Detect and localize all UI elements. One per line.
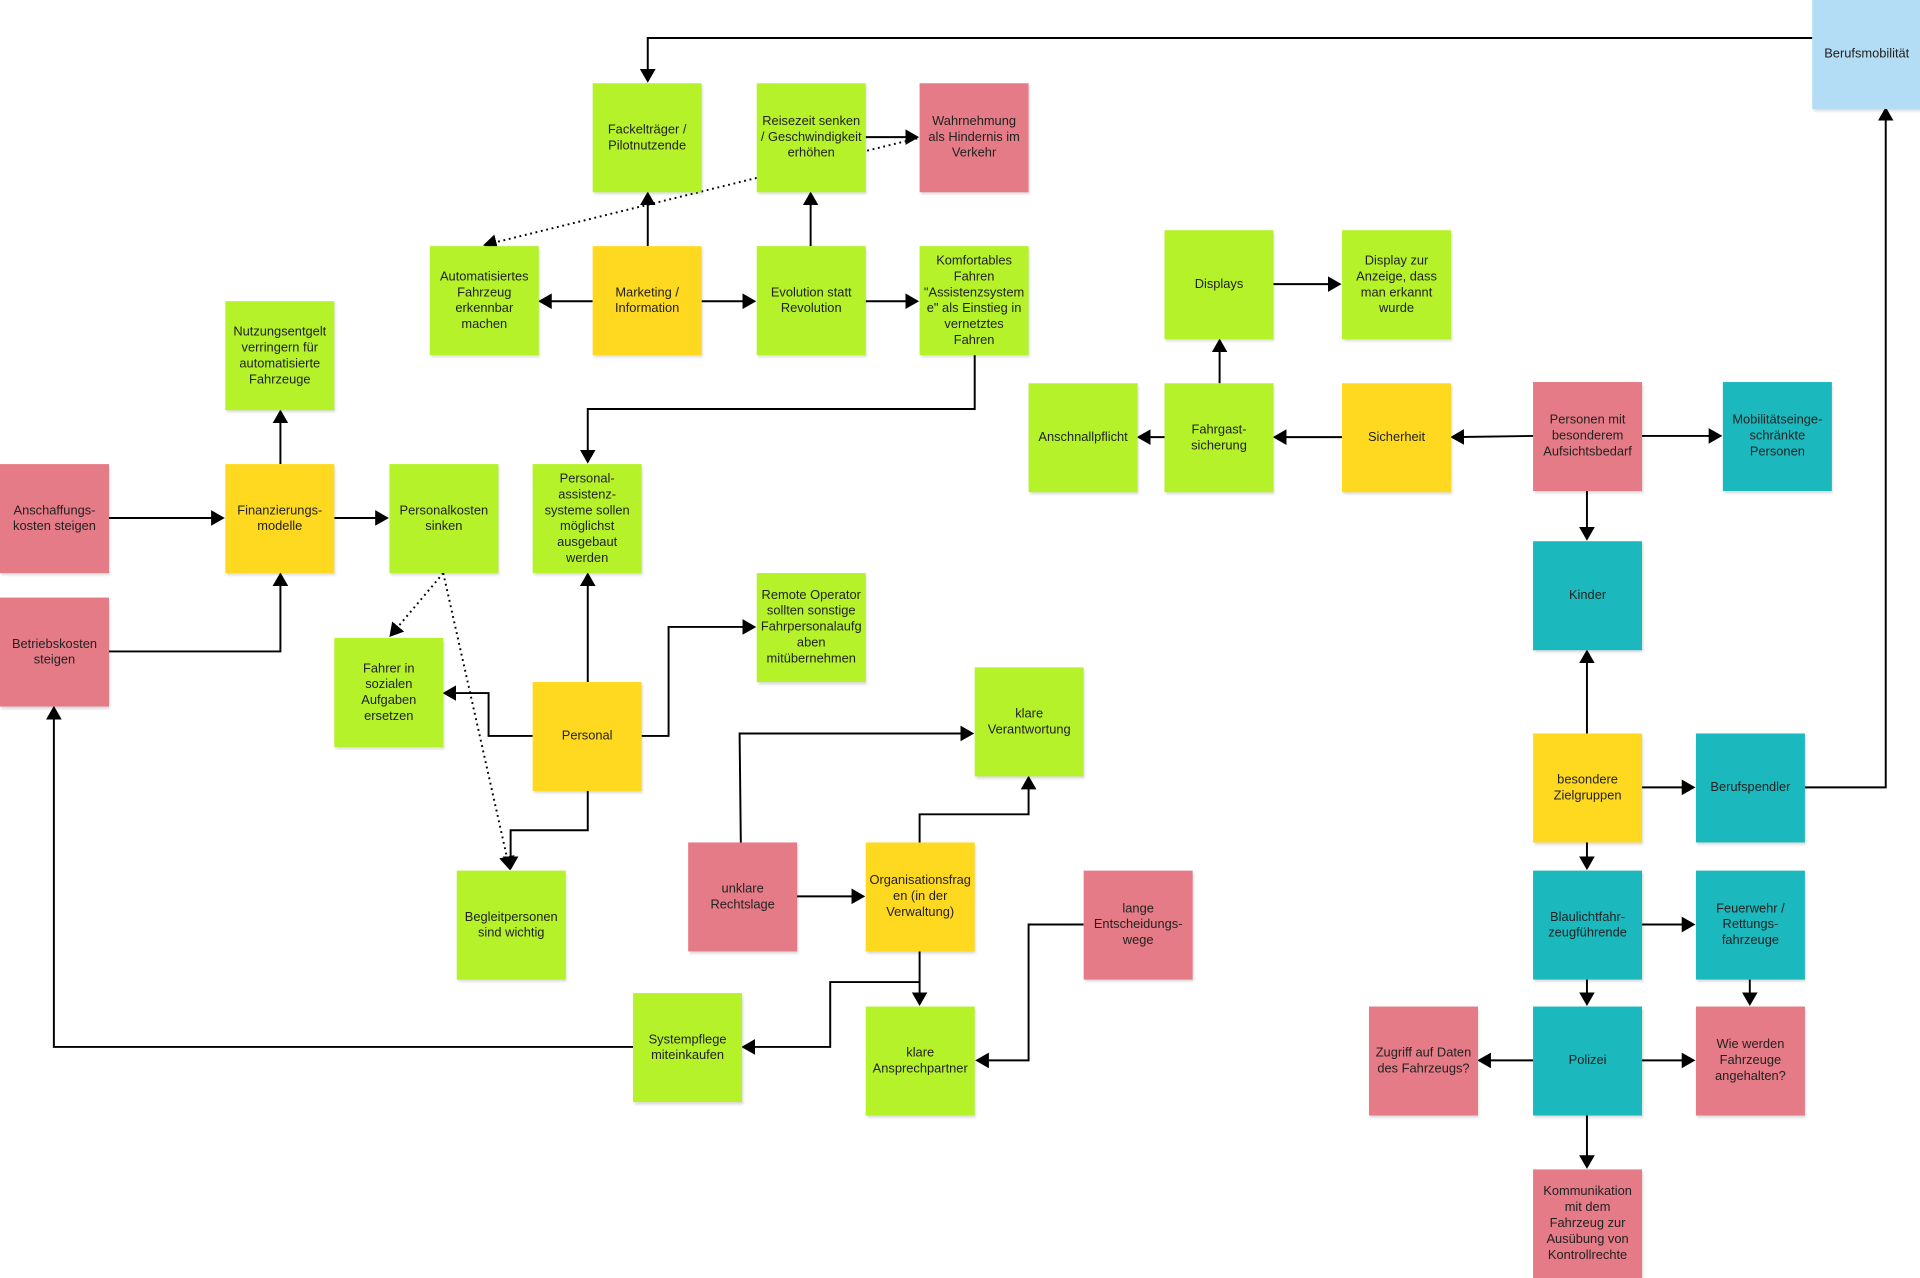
edge [918,775,1037,843]
note-komfortables[interactable]: Komfortables Fahren "Assistenzsysteme" a… [919,246,1029,356]
note-kommunikation[interactable]: Kommunikation mit dem Fahrzeug zur Ausüb… [1533,1169,1643,1278]
edge [46,705,634,1048]
note-wahrnehmung[interactable]: Wahrnehmung als Hindernis im Verkehr [919,83,1029,193]
note-betriebskosten[interactable]: Betriebskosten steigen [0,597,109,707]
note-marketing[interactable]: Marketing / Information [592,246,702,356]
note-unklare-rechtslage[interactable]: unklare Rechtslage [688,842,798,952]
note-anschnallpflicht[interactable]: Anschnallpflicht [1028,383,1138,493]
note-wie-angehalten[interactable]: Wie werden Fahrzeuge angehalten? [1695,1006,1805,1116]
note-automatisiertes[interactable]: Automatisiertes Fahrzeug erkennbar mache… [429,246,539,356]
edge [579,355,976,464]
edge [1450,429,1534,445]
note-besondere-zielgruppen[interactable]: besondere Zielgruppen [1533,733,1643,843]
note-blaulicht[interactable]: Blaulichtfahr-zeugführende [1533,870,1643,980]
edge [108,572,289,653]
edge [738,725,975,843]
edge [641,619,757,737]
edge [1804,107,1894,789]
note-begleitpersonen[interactable]: Begleitpersonen sind wichtig [456,870,566,980]
edge [975,923,1084,1069]
note-klare-verantwortung[interactable]: klare Verantwortung [974,667,1084,777]
edge-dotted [442,572,515,871]
note-sicherheit[interactable]: Sicherheit [1342,383,1452,493]
edge [442,685,533,737]
note-berufspendler[interactable]: Berufspendler [1695,733,1805,843]
note-fackeltraeger[interactable]: Fackelträger / Pilotnutzende [592,83,702,193]
note-organisationsfragen[interactable]: Organisationsfragen (in der Verwaltung) [865,842,975,952]
note-klare-ansprechpartner[interactable]: klare Ansprechpartner [865,1006,975,1116]
note-personal[interactable]: Personal [532,682,642,792]
edge [502,791,589,871]
edge-dotted [389,572,445,638]
note-systempflege[interactable]: Systempflege miteinkaufen [633,993,743,1103]
note-zugriff-daten[interactable]: Zugriff auf Daten des Fahrzeugs? [1368,1006,1478,1116]
note-berufsmobilitaet[interactable]: Berufsmobilität [1812,0,1920,109]
note-feuerwehr[interactable]: Feuerwehr / Rettungs-fahrzeuge [1695,870,1805,980]
note-displays[interactable]: Displays [1164,230,1274,340]
edge [639,36,1813,83]
note-lange-entscheidungswege[interactable]: lange Entscheidungs-wege [1083,870,1193,980]
note-evolution[interactable]: Evolution statt Revolution [756,246,866,356]
note-polizei[interactable]: Polizei [1533,1006,1643,1116]
note-nutzungsentgelt[interactable]: Nutzungsentgelt verringern für automatis… [225,301,335,411]
note-display-anzeige[interactable]: Display zur Anzeige, dass man erkannt wu… [1342,230,1452,340]
edge-dotted [482,137,918,250]
edge [741,981,920,1055]
note-mobilitaetseingeschraenkte[interactable]: Mobilitätseinge-schränkte Personen [1722,382,1832,492]
note-personalassistenz[interactable]: Personal-assistenz-systeme sollen möglic… [532,464,642,574]
note-fahrer-sozial[interactable]: Fahrer in sozialen Aufgaben ersetzen [334,637,444,747]
note-personalkosten[interactable]: Personalkosten sinken [389,464,499,574]
note-finanzierungsmodelle[interactable]: Finanzierungs-modelle [225,464,335,574]
note-fahrgastsicherung[interactable]: Fahrgast-sicherung [1164,383,1274,493]
note-remote-operator[interactable]: Remote Operator sollten sonstige Fahrper… [756,573,866,683]
note-reisezeit[interactable]: Reisezeit senken / Geschwindigkeit erhöh… [756,83,866,193]
note-kinder[interactable]: Kinder [1533,541,1643,651]
note-anschaffungskosten[interactable]: Anschaffungs-kosten steigen [0,464,109,574]
note-personen-aufsicht[interactable]: Personen mit besonderem Aufsichtsbedarf [1533,382,1643,492]
